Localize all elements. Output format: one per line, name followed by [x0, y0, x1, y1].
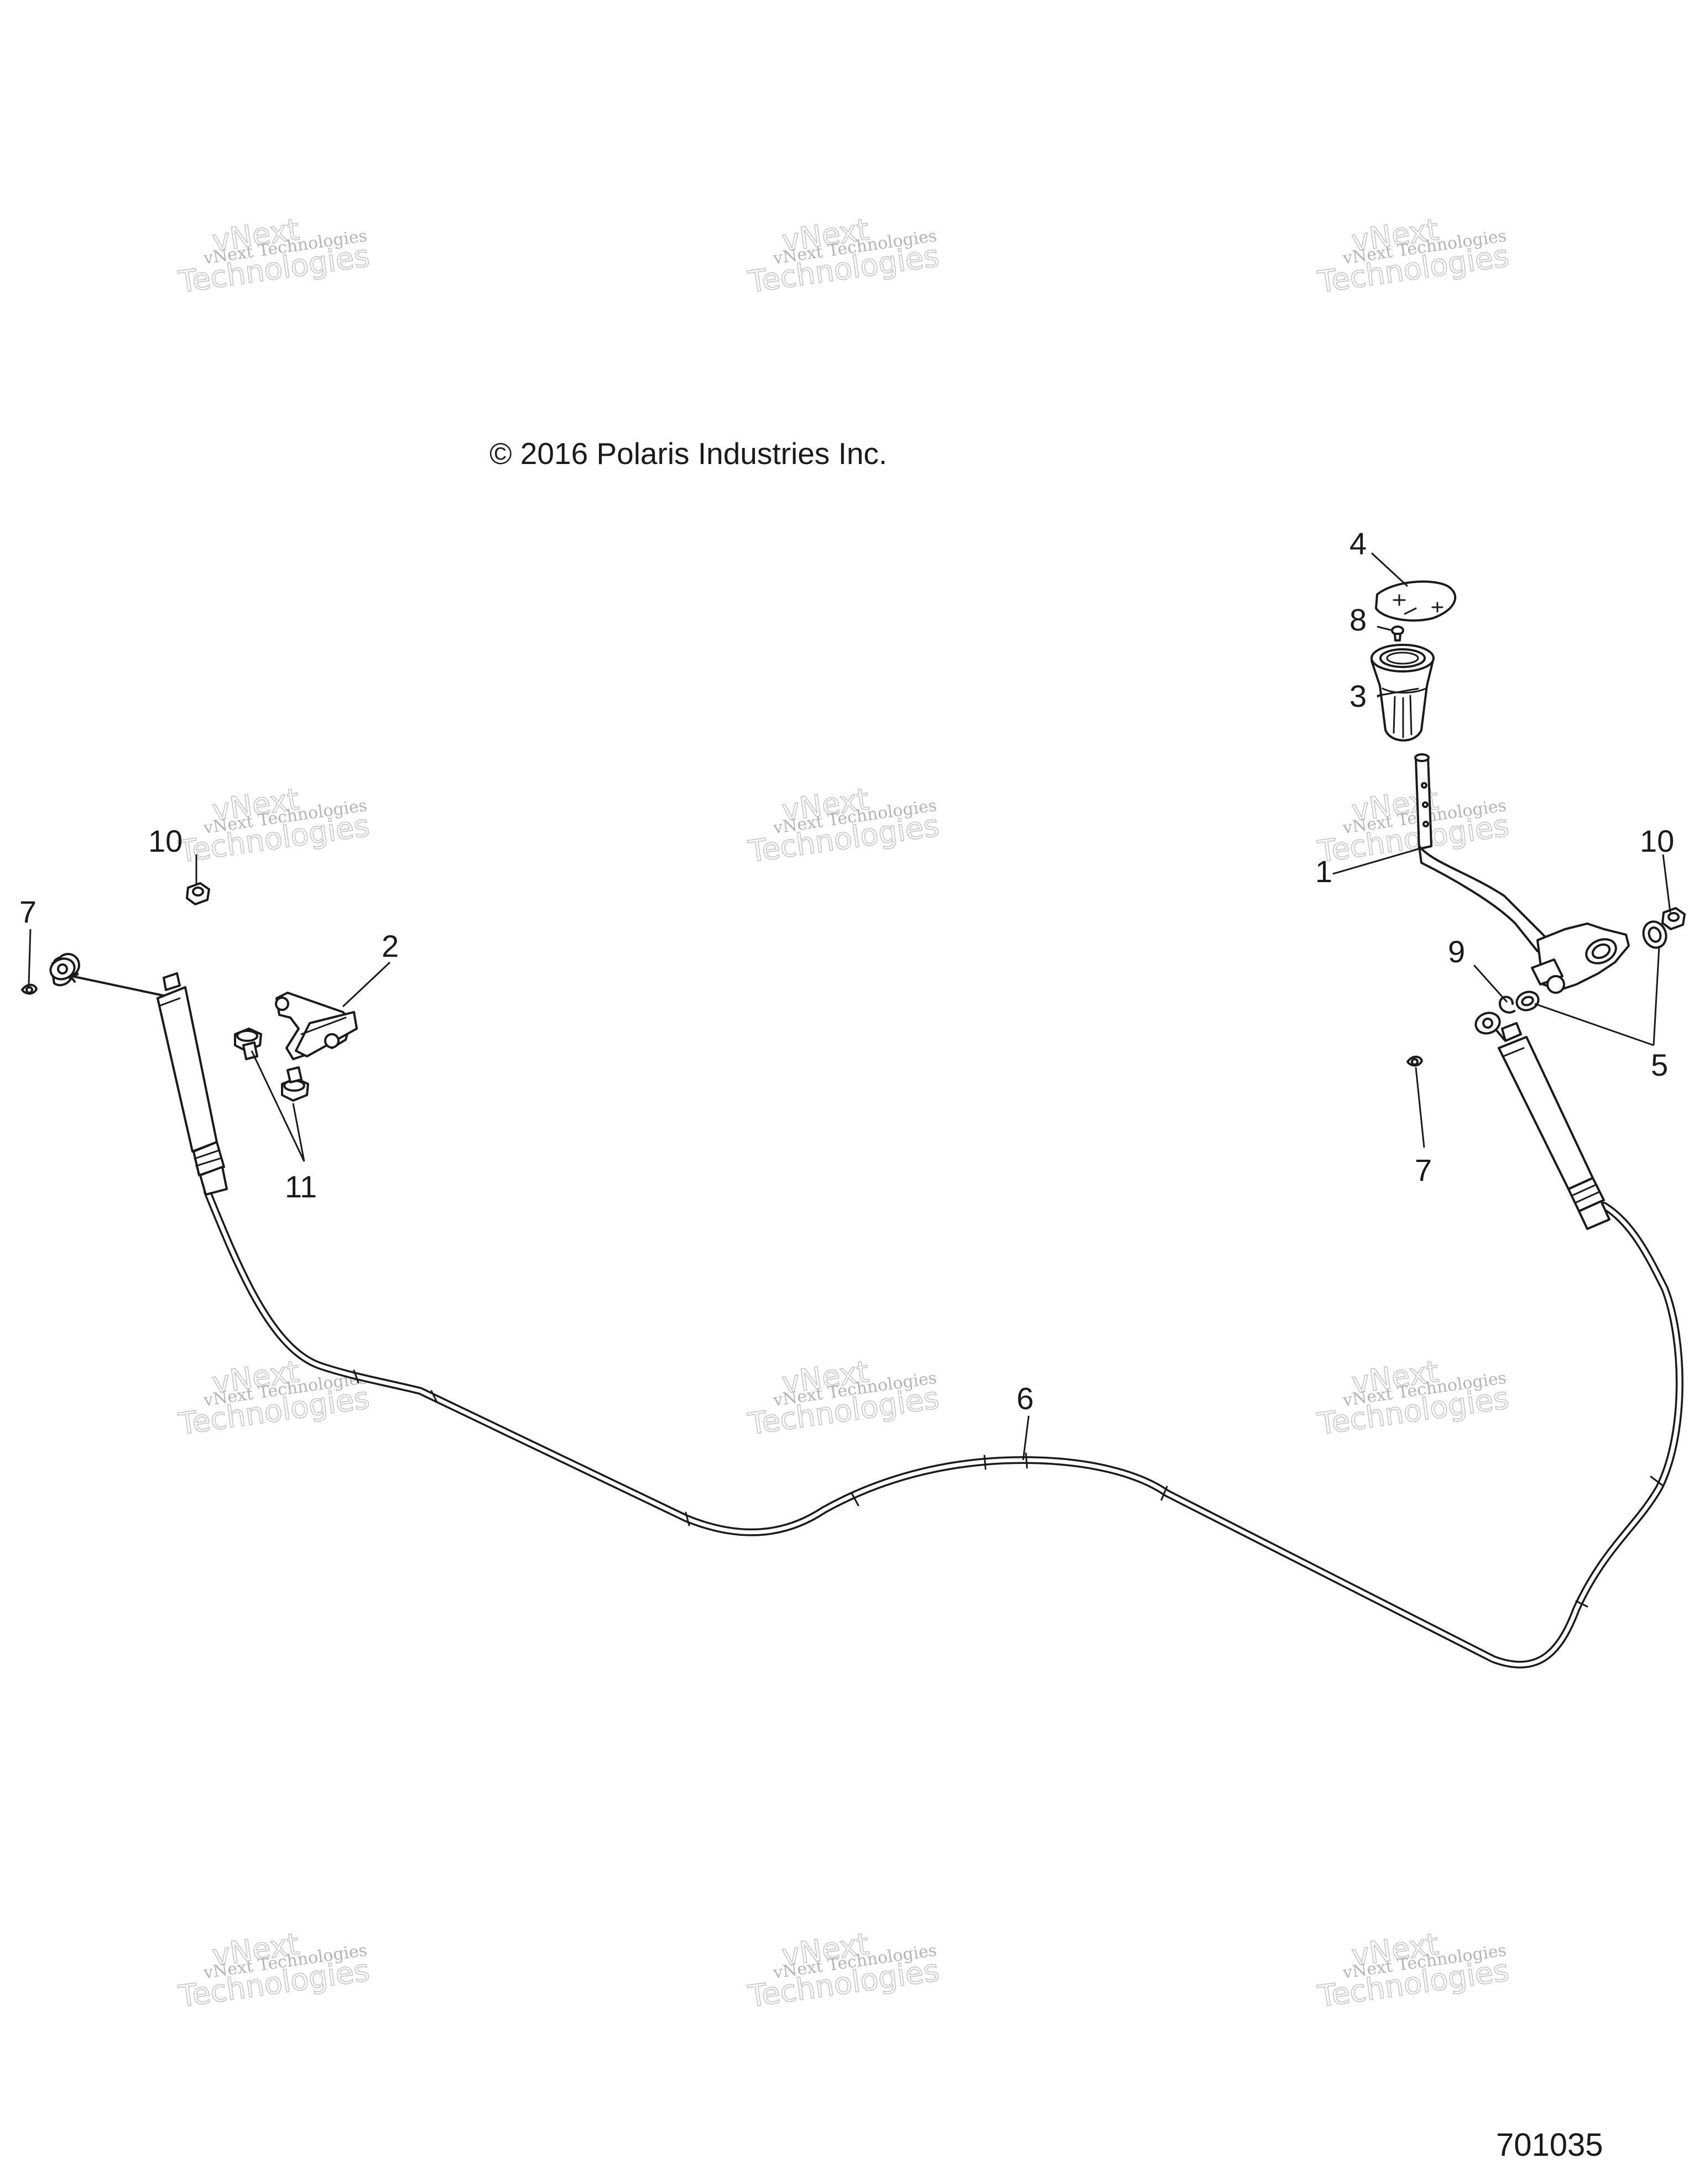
part-10-nut-right	[1661, 907, 1686, 930]
part-6-cable	[204, 1188, 1684, 1669]
callout-5: 5	[1651, 1047, 1668, 1082]
part-1-shift-lever	[1414, 753, 1630, 994]
copyright-text: © 2016 Polaris Industries Inc.	[489, 436, 888, 471]
part-7-clip-left	[21, 983, 38, 995]
watermark-grid: vNext vNext Technologies Technologies vN…	[176, 211, 1512, 2014]
watermark: vNext vNext Technologies Technologies	[1315, 1353, 1512, 1442]
part-11-bolt-lower	[281, 1066, 309, 1102]
watermark: vNext vNext Technologies Technologies	[746, 1926, 942, 2014]
diagram-number: 701035	[1496, 2127, 1603, 2163]
right-cable-end	[1474, 1012, 1611, 1230]
part-2-bracket	[275, 992, 358, 1060]
part-8-screw	[1391, 626, 1404, 642]
watermark: vNext vNext Technologies Technologies	[746, 1353, 942, 1442]
part-3-shift-knob	[1370, 644, 1435, 742]
watermark: vNext vNext Technologies Technologies	[1315, 781, 1512, 869]
callout-10-right: 10	[1640, 823, 1674, 858]
callout-7-left: 7	[19, 894, 37, 929]
callout-2: 2	[382, 929, 399, 963]
callout-8: 8	[1349, 602, 1367, 637]
watermark: vNext vNext Technologies Technologies	[176, 781, 372, 869]
watermark: vNext vNext Technologies Technologies	[1315, 1926, 1512, 2014]
part-4-knob-cap	[1375, 580, 1457, 622]
leader-lines	[28, 552, 1671, 1461]
callout-11: 11	[285, 1169, 317, 1204]
left-cable-end	[51, 962, 228, 1196]
part-5-washer-lower	[1515, 991, 1540, 1012]
watermark: vNext vNext Technologies Technologies	[746, 781, 942, 869]
callout-4: 4	[1349, 526, 1367, 561]
part-9-e-clip	[1498, 995, 1515, 1014]
part-7-clip-right	[1406, 1055, 1423, 1067]
watermark: vNext vNext Technologies Technologies	[746, 211, 942, 300]
left-housing-rod-end	[49, 957, 76, 981]
watermark: vNext vNext Technologies Technologies	[176, 1353, 372, 1442]
callout-3: 3	[1349, 679, 1367, 713]
callout-10-left: 10	[148, 823, 183, 858]
callout-labels: 4 8 3 1 10 9 5 7 6 10 7 2 11	[19, 526, 1674, 1416]
callout-9: 9	[1448, 934, 1465, 969]
part-11-bolt-upper	[234, 1028, 262, 1060]
watermark: vNext vNext Technologies Technologies	[176, 211, 372, 300]
callout-7-right: 7	[1415, 1153, 1432, 1187]
left-ball-joint	[56, 953, 164, 997]
watermark: vNext vNext Technologies Technologies	[176, 1926, 372, 2014]
callout-1: 1	[1315, 854, 1332, 889]
part-10-nut-left	[186, 882, 210, 905]
callout-6: 6	[1017, 1381, 1034, 1416]
watermark: vNext vNext Technologies Technologies	[1315, 211, 1512, 300]
